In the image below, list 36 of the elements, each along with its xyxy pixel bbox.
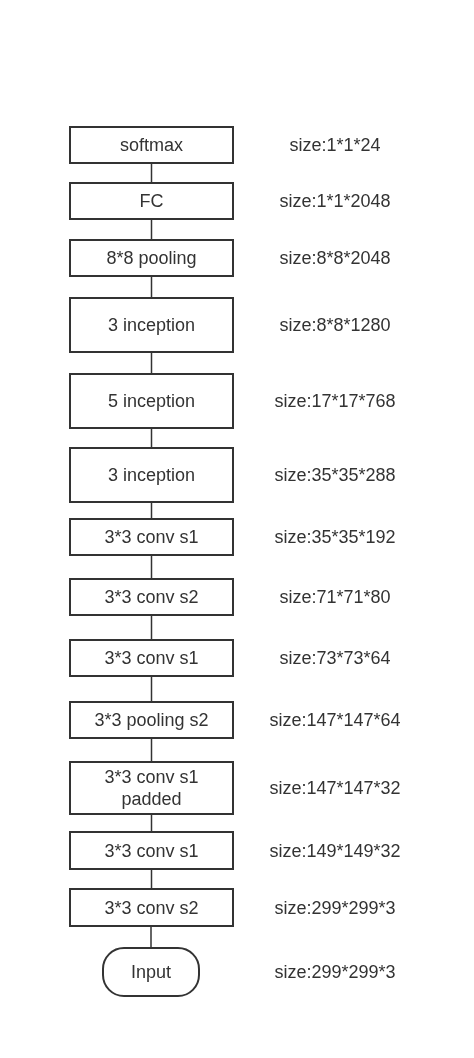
size-label: size:73*73*64 <box>279 647 391 669</box>
layer-box: FC <box>69 182 234 220</box>
layer-box: 5 inception <box>69 373 234 429</box>
connector-line <box>150 276 153 298</box>
layer-box: 3*3 pooling s2 <box>69 701 234 739</box>
layer-box: 3*3 conv s1 padded <box>69 761 234 815</box>
layer-box: 3*3 conv s2 <box>69 578 234 616</box>
size-label: size:299*299*3 <box>274 896 396 919</box>
size-label: size:147*147*32 <box>269 777 401 799</box>
size-label: size:71*71*80 <box>279 586 391 608</box>
layer-box: 3*3 conv s1 <box>69 831 234 870</box>
size-label: size:147*147*64 <box>269 709 401 731</box>
layer-box: 8*8 pooling <box>69 239 234 277</box>
connector-line <box>150 738 153 762</box>
connector-line <box>150 352 153 374</box>
size-label: size:35*35*192 <box>274 526 396 548</box>
layer-box: 3*3 conv s2 <box>69 888 234 927</box>
input-terminal: Input <box>102 947 200 997</box>
layer-box: 3*3 conv s1 <box>69 518 234 556</box>
layer-box: softmax <box>69 126 234 164</box>
size-label: size:299*299*3 <box>274 961 396 983</box>
size-label: size:8*8*2048 <box>279 247 391 269</box>
layer-box: 3 inception <box>69 447 234 503</box>
connector-line <box>150 219 153 240</box>
connector-line <box>150 676 153 702</box>
connector-line <box>150 615 153 640</box>
connector-line <box>150 555 153 579</box>
size-label: size:8*8*1280 <box>279 314 391 336</box>
size-label: size:35*35*288 <box>274 464 396 486</box>
connector-line <box>150 926 152 948</box>
layer-box: 3 inception <box>69 297 234 353</box>
layer-box: 3*3 conv s1 <box>69 639 234 677</box>
size-label: size:1*1*24 <box>289 134 381 156</box>
size-label: size:1*1*2048 <box>279 190 391 212</box>
size-label: size:17*17*768 <box>274 390 396 412</box>
size-label: size:149*149*32 <box>269 839 401 862</box>
